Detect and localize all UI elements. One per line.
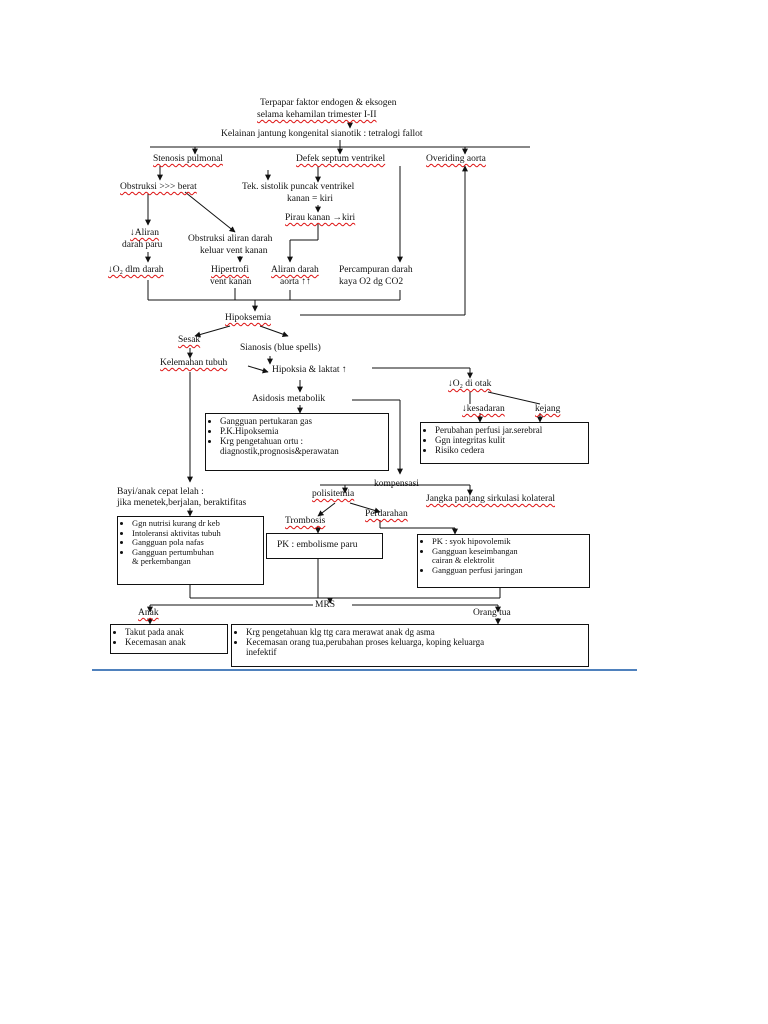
node-o2-darah: ↓O₂ dlm darah: [108, 265, 164, 275]
diagnosis-item: Perubahan perfusi jar.serebral: [435, 425, 588, 435]
node-kesadaran: ↓kesadaran: [462, 404, 505, 414]
diagnosis-item: Ggn integritas kulit: [435, 435, 588, 445]
box-otak-diagnoses: Perubahan perfusi jar.serebral Ggn integ…: [420, 422, 589, 464]
diagnosis-item: Gangguan pertumbuhan: [132, 547, 263, 558]
node-trombosis: Trombosis: [285, 516, 326, 526]
diagnosis-item: Gangguan perfusi jaringan: [432, 565, 589, 576]
node-hiper-line1: Hipertrofi: [211, 265, 249, 275]
node-aliran-line2: darah paru: [122, 240, 163, 250]
box-syok-diagnoses: PK : syok hipovolemik Gangguan keseimban…: [417, 534, 590, 588]
diagnosis-item-continued: & perkembangan: [132, 556, 191, 566]
diagnosis-item: Krg pengetahuan klg ttg cara merawat ana…: [246, 627, 588, 637]
node-tek-line1: Tek. sistolik puncak ventrikel: [242, 182, 355, 192]
footer-divider: [92, 669, 637, 671]
node-obs2-line2: keluar vent kanan: [200, 246, 268, 256]
node-stenosis: Stenosis pulmonal: [153, 154, 223, 164]
node-defek: Defek septum ventrikel: [296, 154, 386, 164]
node-obs2-line1: Obstruksi aliran darah: [188, 234, 273, 244]
node-sesak: Sesak: [178, 335, 201, 345]
node-perdarahan: Perdarahan: [365, 509, 408, 519]
node-polisitemia: polisitemia: [312, 489, 355, 499]
node-bayi-line2: jika menetek,berjalan, beraktifitas: [117, 498, 247, 508]
node-sianosis: Sianosis (blue spells): [240, 343, 321, 353]
node-kelemahan: Kelemahan tubuh: [160, 358, 228, 368]
box-anak-diagnoses: Takut pada anak Kecemasan anak: [110, 624, 228, 654]
diagnosis-item: Kecemasan anak: [125, 637, 227, 647]
diagnosis-item: Gangguan keseimbangan: [432, 546, 589, 557]
node-obstruksi: Obstruksi >>> berat: [120, 182, 197, 192]
node-hipoksemia: Hipoksemia: [225, 313, 271, 323]
node-tek-line2: kanan = kiri: [287, 194, 333, 204]
node-hiper-line2: vent kanan: [210, 277, 252, 287]
diagnosis-item: Intoleransi aktivitas tubuh: [132, 528, 263, 539]
node-overiding: Overiding aorta: [426, 154, 486, 164]
node-orang-tua: Orang tua: [473, 608, 511, 618]
diagnosis-item: Ggn nutrisi kurang dr keb: [132, 518, 263, 529]
node-aliran-aorta-line1: Aliran darah: [271, 265, 319, 275]
diagnosis-item-continued: cairan & elektrolit: [432, 555, 495, 565]
diagnosis-item: Kecemasan orang tua,perubahan proses kel…: [246, 637, 588, 647]
pk-emboli-label: PK : embolisme paru: [277, 540, 358, 550]
node-pirau: Pirau kanan →kiri: [285, 213, 356, 223]
diagnosis-item: Gangguan pertukaran gas: [220, 416, 388, 426]
node-kejang: kejang: [535, 404, 561, 414]
diagnosis-item: Gangguan pola nafas: [132, 537, 263, 548]
header-line1: Terpapar faktor endogen & eksogen: [260, 98, 397, 108]
diagnosis-item: Takut pada anak: [125, 627, 227, 637]
diagnosis-item: PK : syok hipovolemik: [432, 536, 589, 547]
header-line2: selama kehamilan trimester I-II: [257, 110, 377, 120]
box-bayi-diagnoses: Ggn nutrisi kurang dr keb Intoleransi ak…: [117, 516, 264, 585]
node-aliran-aorta-line2: aorta ↑↑: [280, 277, 311, 287]
node-campur-line1: Percampuran darah: [339, 265, 413, 275]
node-aliran-line1: ↓Aliran: [130, 228, 160, 238]
node-bayi-line1: Bayi/anak cepat lelah :: [117, 487, 204, 497]
node-o2-otak: ↓O₂ di otak: [448, 379, 492, 389]
node-kompensasi: kompensasi: [374, 479, 419, 489]
node-hipoksia: Hipoksia & laktat ↑: [272, 365, 347, 375]
box-ortu-diagnoses: Krg pengetahuan klg ttg cara merawat ana…: [231, 624, 589, 667]
box-asidosis-diagnoses: Gangguan pertukaran gas P.K.Hipoksemia K…: [205, 413, 389, 471]
diagnosis-item: Risiko cedera: [435, 445, 588, 455]
node-mrs: MRS: [315, 600, 336, 610]
diagnosis-item-continued: diagnostik,prognosis&perawatan: [220, 446, 339, 456]
node-asidosis: Asidosis metabolik: [252, 394, 326, 404]
box-pk-emboli: PK : embolisme paru: [266, 533, 383, 559]
node-campur-line2: kaya O2 dg CO2: [339, 277, 404, 287]
main-diagnosis: Kelainan jantung kongenital sianotik : t…: [221, 129, 423, 139]
node-jangka: Jangka panjang sirkulasi kolateral: [426, 494, 556, 504]
diagnosis-item-continued: inefektif: [246, 647, 277, 657]
diagnosis-item: P.K.Hipoksemia: [220, 426, 388, 436]
node-anak: Anak: [138, 608, 159, 618]
diagnosis-item: Krg pengetahuan ortu :: [220, 436, 388, 446]
